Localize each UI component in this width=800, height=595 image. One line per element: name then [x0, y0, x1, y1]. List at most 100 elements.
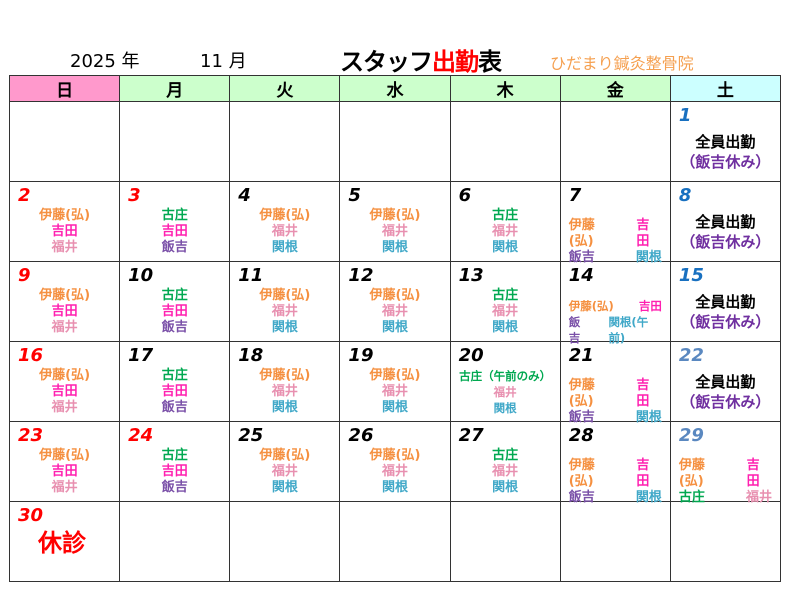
weekday-header: 金: [559, 75, 671, 102]
staff-line: 伊藤(弘): [230, 368, 339, 384]
staff-name: 吉田: [51, 384, 78, 399]
day-number: 4: [238, 185, 251, 206]
staff-list: 伊藤(弘)福井関根: [230, 208, 339, 256]
staff-name: 福井: [271, 304, 298, 319]
weekday-header-row: 日月火水木金土: [8, 75, 782, 102]
staff-line: 飯吉: [120, 320, 229, 336]
staff-line: 古庄: [120, 448, 229, 464]
staff-name: 関根: [271, 480, 298, 495]
staff-line: 伊藤(弘)吉田: [561, 298, 670, 314]
staff-name: 古庄: [492, 208, 519, 223]
staff-list: 古庄吉田飯吉: [120, 288, 229, 336]
empty-cell: [559, 501, 671, 582]
staff-list: 全員出勤（飯吉休み）: [671, 292, 780, 332]
staff-list: 古庄福井関根: [451, 288, 560, 336]
empty-cell: [229, 101, 341, 182]
staff-name: 関根: [381, 320, 408, 335]
staff-line: 古庄（午前のみ）: [451, 368, 560, 384]
staff-name: 福井: [271, 464, 298, 479]
staff-name: 関根: [492, 320, 519, 335]
staff-list: 伊藤(弘)吉田福井: [10, 208, 119, 256]
staff-name: 福井: [271, 224, 298, 239]
staff-line: 飯吉: [120, 400, 229, 416]
staff-line: 福井: [451, 464, 560, 480]
day-number: 1: [678, 105, 692, 126]
staff-name: 飯吉: [161, 240, 188, 255]
staff-name: 古庄: [161, 288, 188, 303]
staff-line: 古庄: [120, 208, 229, 224]
closed-label: 休診: [38, 529, 86, 557]
weekday-header: 火: [229, 75, 341, 102]
staff-name: 福井: [493, 385, 517, 399]
staff-name: 福井: [492, 224, 519, 239]
staff-list: 伊藤(弘)福井関根: [340, 368, 449, 416]
staff-name: 伊藤(弘): [568, 299, 614, 313]
staff-list: 古庄吉田飯吉: [120, 448, 229, 496]
year-label: 2025 年: [70, 51, 140, 72]
empty-cell: [229, 501, 341, 582]
empty-cell: [8, 101, 121, 182]
staff-line: 福井: [340, 304, 449, 320]
staff-line: 関根: [340, 400, 449, 416]
staff-line: 福井: [10, 480, 119, 496]
staff-list: 伊藤(弘)吉田福井: [10, 288, 119, 336]
empty-cell: [339, 501, 451, 582]
staff-name: 福井: [492, 304, 519, 319]
day-number: 18: [238, 345, 264, 366]
day-number: 9: [18, 265, 31, 286]
staff-name: 関根: [381, 400, 408, 415]
staff-line: 吉田: [120, 304, 229, 320]
staff-list: 全員出勤（飯吉休み）: [671, 372, 780, 412]
staff-line: 古庄: [451, 288, 560, 304]
staff-line: 伊藤(弘)吉田: [671, 458, 780, 490]
staff-list: 休診: [10, 528, 119, 558]
staff-list: 全員出勤（飯吉休み）: [671, 132, 780, 172]
staff-line: 飯吉: [120, 480, 229, 496]
staff-name: 吉田: [51, 224, 78, 239]
staff-line: 伊藤(弘): [230, 208, 339, 224]
staff-name: 吉田: [161, 464, 188, 479]
day-number: 14: [568, 265, 594, 286]
staff-line: 関根: [451, 320, 560, 336]
staff-list: 伊藤(弘)福井関根: [340, 448, 449, 496]
staff-list: 伊藤(弘)吉田福井: [10, 448, 119, 496]
empty-cell: [339, 101, 451, 182]
day-number: 28: [568, 425, 594, 446]
staff-line: 関根: [230, 320, 339, 336]
staff-name: 伊藤(弘): [39, 208, 91, 223]
staff-name: 飯吉: [161, 400, 188, 415]
staff-line: 古庄: [120, 368, 229, 384]
staff-line: 伊藤(弘): [340, 288, 449, 304]
staff-name: 吉田: [161, 384, 188, 399]
staff-line: 関根: [340, 240, 449, 256]
staff-line: 福井: [451, 384, 560, 400]
weekday-header: 土: [669, 75, 782, 102]
empty-cell: [119, 501, 231, 582]
staff-name: 福井: [51, 320, 78, 335]
staff-name: 飯吉: [568, 315, 581, 345]
staff-line: 福井: [230, 464, 339, 480]
staff-line: 福井: [340, 464, 449, 480]
staff-name: 古庄: [161, 368, 188, 383]
staff-name: 福井: [271, 384, 298, 399]
staff-name: 伊藤(弘): [369, 208, 421, 223]
staff-line: 全員出勤: [671, 132, 780, 152]
staff-line: 福井: [340, 384, 449, 400]
staff-name: 吉田: [51, 304, 78, 319]
staff-name: （飯吉休み）: [680, 233, 771, 251]
staff-line: 伊藤(弘): [10, 448, 119, 464]
staff-line: 福井: [230, 384, 339, 400]
staff-name: 福井: [492, 464, 519, 479]
